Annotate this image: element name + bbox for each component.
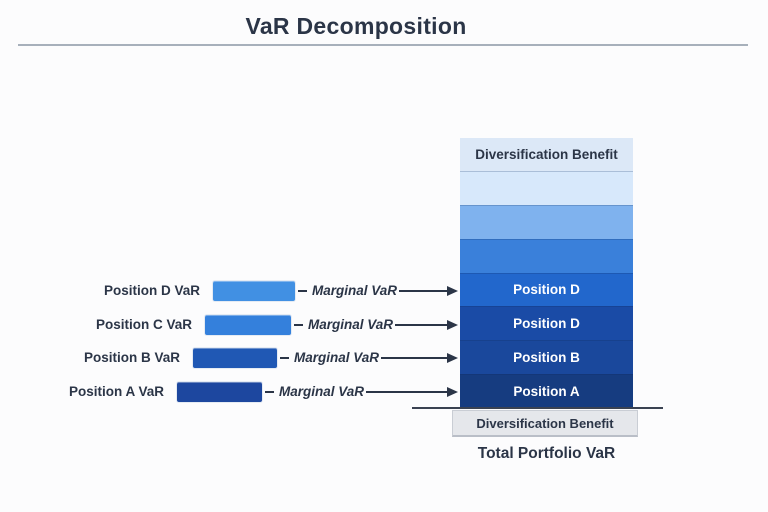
connector-dash bbox=[265, 390, 274, 393]
stack-segment-label: Position B bbox=[513, 350, 580, 366]
stack-segment-3 bbox=[460, 204, 633, 239]
stack-segment-8: Position A bbox=[460, 374, 633, 408]
stack-segment-label: Position D bbox=[513, 282, 580, 298]
arrow-line bbox=[381, 357, 447, 359]
diversification-benefit-box: Diversification Benefit bbox=[452, 410, 638, 437]
baseline bbox=[412, 407, 663, 409]
position-var-label: Position A VaR bbox=[68, 383, 164, 399]
page-title: VaR Decomposition bbox=[245, 13, 467, 39]
arrow-line bbox=[395, 323, 447, 326]
arrow-head-icon bbox=[447, 353, 458, 363]
stack-segment-label: Diversification Benefit bbox=[475, 146, 618, 162]
stack-segment-label: Position D bbox=[513, 316, 580, 332]
connector-dash bbox=[298, 290, 307, 292]
marginal-var-arrow bbox=[395, 319, 458, 331]
arrow-head-icon bbox=[447, 386, 458, 397]
marginal-var-label: Marginal VaR bbox=[312, 283, 398, 298]
marginal-var-label: Marginal VaR bbox=[308, 316, 394, 332]
marginal-var-arrow bbox=[399, 285, 458, 297]
stack-segment-1: Diversification Benefit bbox=[460, 138, 633, 171]
stack-segment-2 bbox=[460, 170, 633, 205]
position-var-bar bbox=[205, 314, 291, 335]
marginal-var-label: Marginal VaR bbox=[279, 383, 365, 399]
marginal-var-arrow bbox=[381, 352, 458, 364]
marginal-var-arrow bbox=[366, 386, 458, 398]
arrow-line bbox=[366, 390, 447, 393]
position-var-label: Position C VaR bbox=[95, 316, 192, 332]
total-portfolio-var-label: Total Portfolio VaR bbox=[477, 445, 616, 462]
stack-segment-5: Position D bbox=[460, 272, 633, 307]
arrow-head-icon bbox=[447, 286, 458, 296]
position-var-label: Position D VaR bbox=[103, 283, 200, 298]
stack-segment-label: Position A bbox=[513, 384, 580, 400]
position-var-bar bbox=[193, 348, 277, 368]
title-divider bbox=[18, 44, 748, 46]
arrow-head-icon bbox=[447, 319, 458, 330]
arrow-line bbox=[399, 290, 447, 292]
connector-dash bbox=[294, 323, 303, 326]
position-var-bar bbox=[213, 281, 295, 301]
marginal-var-label: Marginal VaR bbox=[294, 350, 380, 365]
diversification-benefit-label: Diversification Benefit bbox=[476, 415, 614, 431]
connector-dash bbox=[280, 357, 289, 359]
position-var-bar bbox=[177, 381, 262, 402]
position-var-label: Position B VaR bbox=[83, 350, 180, 365]
stack-segment-6: Position D bbox=[460, 306, 633, 341]
stack-segment-7: Position B bbox=[460, 340, 633, 375]
stack-segment-4 bbox=[460, 238, 633, 273]
